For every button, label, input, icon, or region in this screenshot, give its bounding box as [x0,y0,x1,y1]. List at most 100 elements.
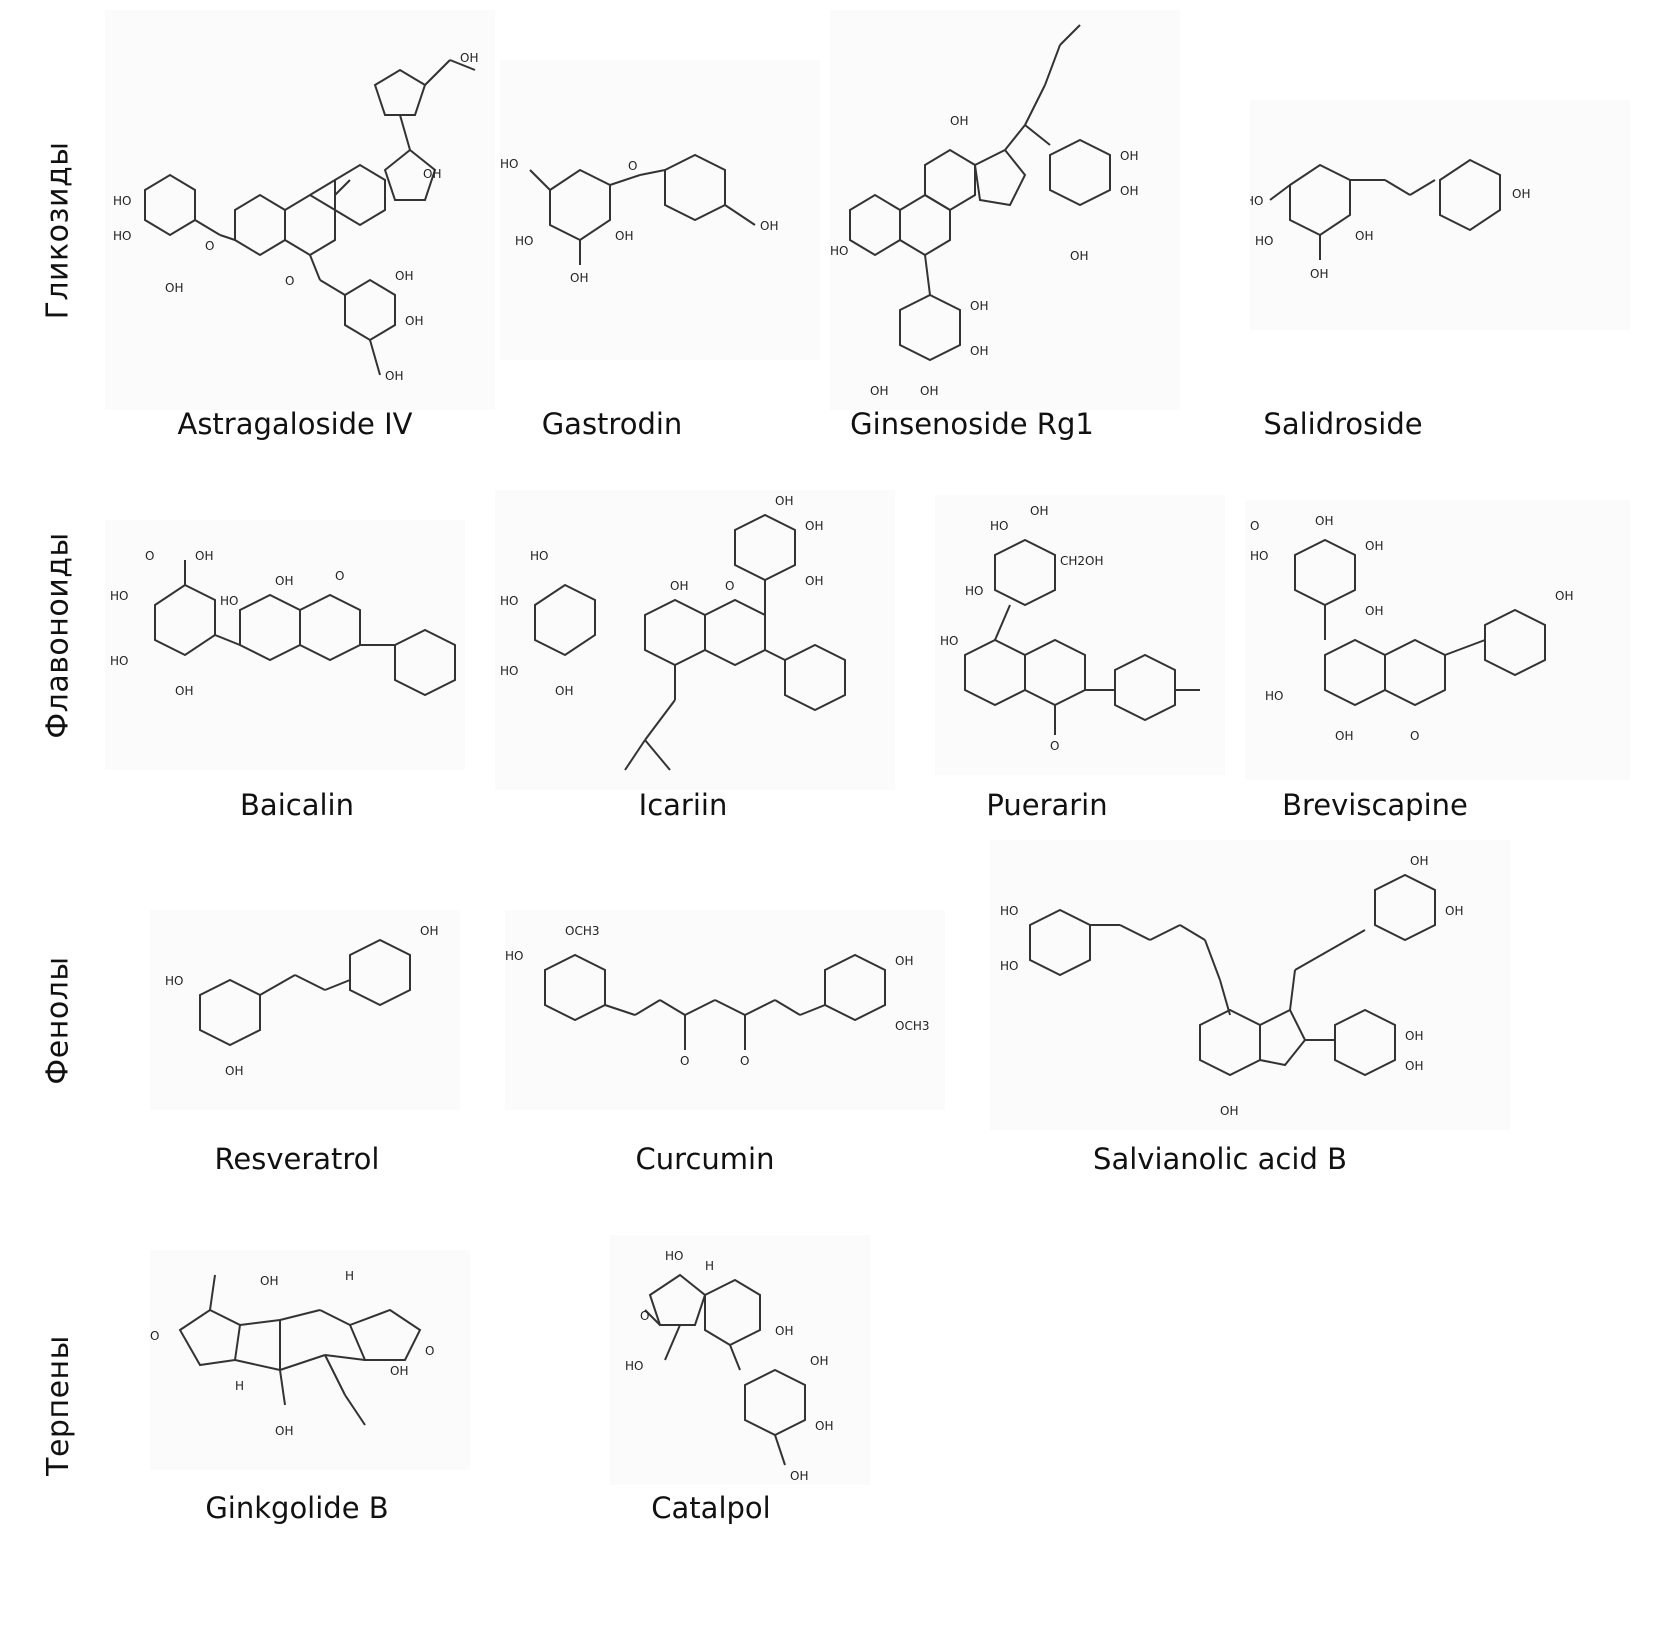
svg-text:O: O [1410,729,1419,743]
svg-text:HO: HO [113,194,131,208]
svg-text:O: O [1050,739,1059,753]
svg-text:OH: OH [275,1424,293,1438]
structure-baicalin: O OH HO HO OH OH HO O [105,520,465,770]
row-label-glycosides: Гликозиды [40,141,76,319]
svg-text:H: H [705,1259,714,1273]
structure-gastrodin: HO HO OH OH OH O [500,60,820,360]
compound-name-resveratrol: Resveratrol [214,1142,380,1176]
svg-text:OH: OH [1405,1059,1423,1073]
svg-text:OH: OH [815,1419,833,1433]
svg-text:OH: OH [970,344,988,358]
compound-name-baicalin: Baicalin [240,788,354,822]
svg-text:OH: OH [1120,149,1138,163]
svg-text:HO: HO [1250,194,1263,208]
svg-text:OH: OH [405,314,423,328]
svg-text:OH: OH [810,1354,828,1368]
svg-text:OH: OH [1355,229,1373,243]
svg-text:OH: OH [1120,184,1138,198]
svg-text:OH: OH [920,384,938,398]
svg-text:HO: HO [110,654,128,668]
svg-text:HO: HO [1255,234,1273,248]
svg-text:O: O [740,1054,749,1068]
svg-text:OH: OH [260,1274,278,1288]
svg-text:OH: OH [555,684,573,698]
svg-text:OH: OH [670,579,688,593]
structure-breviscapine: O HO OH OH OH OH HO OH O [1245,500,1630,780]
structure-curcumin: OCH3 HO O O OH OCH3 [505,910,945,1110]
svg-text:HO: HO [830,244,848,258]
svg-text:HO: HO [1265,689,1283,703]
compound-name-ginkgolide-b: Ginkgolide B [205,1491,389,1525]
svg-text:CH2OH: CH2OH [1060,554,1104,568]
svg-text:OH: OH [460,51,478,65]
svg-text:O: O [725,579,734,593]
svg-text:O: O [205,239,214,253]
svg-text:O: O [628,159,637,173]
svg-text:OH: OH [195,549,213,563]
svg-text:HO: HO [110,589,128,603]
structure-ginkgolide-b: O OH H O OH OH H [150,1250,470,1470]
svg-text:OH: OH [895,954,913,968]
svg-text:OH: OH [1220,1104,1238,1118]
compound-name-icariin: Icariin [638,788,728,822]
structure-salvianolic-acid-b: HO HO OH OH OH OH OH [990,840,1510,1130]
svg-text:HO: HO [625,1359,643,1373]
svg-text:OH: OH [1030,504,1048,518]
svg-text:HO: HO [165,974,183,988]
compound-name-curcumin: Curcumin [635,1142,775,1176]
structure-ginsenoside-rg1: HO OH OH OH OH OH OH OH OH [830,10,1180,410]
svg-text:OH: OH [615,229,633,243]
svg-text:OH: OH [805,574,823,588]
svg-text:HO: HO [220,594,238,608]
svg-text:OH: OH [870,384,888,398]
structure-astragaloside-iv: HO HO OH O OH OH OH OH OH O [105,10,495,410]
structure-salidroside: HO HO OH OH OH [1250,100,1630,330]
svg-text:OH: OH [950,114,968,128]
svg-text:HO: HO [1250,549,1268,563]
svg-text:O: O [425,1344,434,1358]
svg-text:HO: HO [500,594,518,608]
svg-text:OH: OH [790,1469,808,1483]
svg-text:HO: HO [113,229,131,243]
svg-text:O: O [145,549,154,563]
svg-text:HO: HO [990,519,1008,533]
svg-text:OCH3: OCH3 [895,1019,929,1033]
svg-text:OH: OH [423,167,441,181]
svg-text:OH: OH [1410,854,1428,868]
row-label-phenols: Фенолы [40,955,76,1085]
svg-text:OH: OH [1365,539,1383,553]
compound-name-puerarin: Puerarin [986,788,1108,822]
compound-name-catalpol: Catalpol [651,1491,771,1525]
svg-text:OH: OH [225,1064,243,1078]
svg-text:OH: OH [1365,604,1383,618]
svg-text:O: O [640,1309,649,1323]
svg-text:OH: OH [970,299,988,313]
svg-text:O: O [1250,519,1259,533]
svg-text:OH: OH [1405,1029,1423,1043]
svg-text:OH: OH [760,219,778,233]
svg-text:HO: HO [530,549,548,563]
svg-text:OH: OH [395,269,413,283]
svg-text:H: H [345,1269,354,1283]
compound-name-salvianolic-acid-b: Salvianolic acid B [1093,1142,1347,1176]
structure-catalpol: HO H HO OH OH OH OH O [610,1235,870,1485]
svg-text:O: O [680,1054,689,1068]
svg-text:O: O [150,1329,159,1343]
compound-name-breviscapine: Breviscapine [1282,788,1468,822]
svg-text:OH: OH [570,271,588,285]
svg-text:OH: OH [775,1324,793,1338]
svg-text:OCH3: OCH3 [565,924,599,938]
svg-text:O: O [335,569,344,583]
svg-text:OH: OH [1310,267,1328,281]
compound-name-ginsenoside-rg1: Ginsenoside Rg1 [850,407,1094,441]
svg-text:OH: OH [1335,729,1353,743]
svg-text:OH: OH [175,684,193,698]
svg-text:OH: OH [1445,904,1463,918]
compound-name-astragaloside-iv: Astragaloside IV [177,407,413,441]
svg-text:HO: HO [1000,959,1018,973]
svg-text:HO: HO [1000,904,1018,918]
svg-text:OH: OH [1555,589,1573,603]
compound-name-gastrodin: Gastrodin [541,407,683,441]
svg-text:HO: HO [965,584,983,598]
svg-text:OH: OH [1315,514,1333,528]
